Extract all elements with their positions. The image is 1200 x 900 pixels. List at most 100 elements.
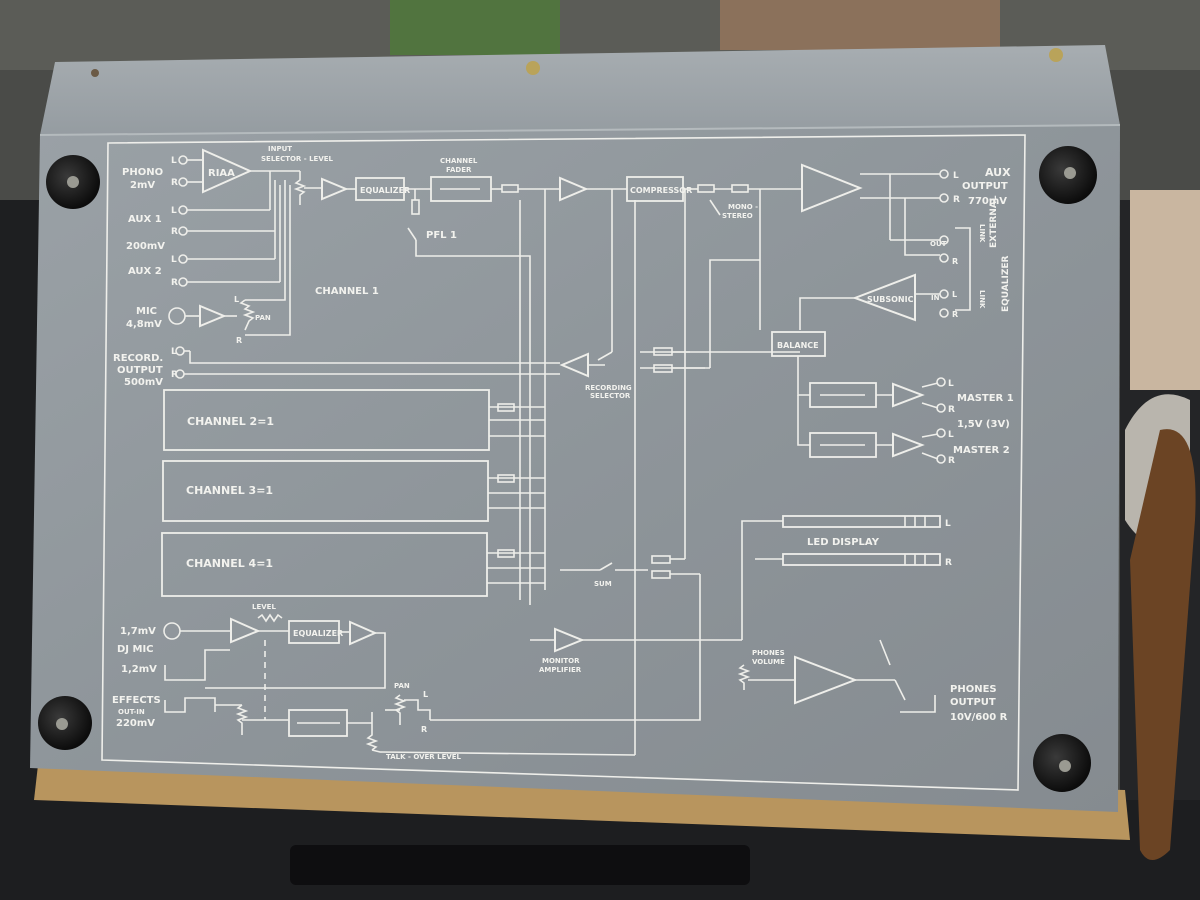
pan-potentiometer-icon [239, 299, 256, 331]
master2-amplifier-icon [892, 432, 925, 458]
effects-label: EFFECTS [112, 695, 161, 706]
svg-text:EXTERNAL: EXTERNAL [989, 195, 999, 248]
jack-icon [936, 454, 946, 464]
rubber-feet [38, 146, 1097, 792]
mic-preamp-icon [199, 304, 227, 328]
svg-text:OUTPUT: OUTPUT [117, 365, 163, 376]
foot-icon [1033, 734, 1091, 792]
svg-text:R: R [953, 195, 960, 205]
amplifier-icon [321, 177, 349, 201]
channel4-label: CHANNEL 4=1 [186, 557, 273, 570]
jack-icon [939, 253, 949, 263]
channel-boxes: CHANNEL 2=1 CHANNEL 3=1 CHANNEL 4=1 SUM [161, 189, 760, 721]
svg-text:SELECTOR - LEVEL: SELECTOR - LEVEL [261, 155, 334, 163]
svg-text:AMPLIFIER: AMPLIFIER [539, 666, 582, 674]
svg-text:RECORDING: RECORDING [585, 384, 632, 392]
svg-text:R: R [171, 370, 178, 380]
svg-text:R: R [952, 310, 958, 319]
channel-3-block [162, 460, 489, 522]
amplifier-icon [559, 176, 589, 202]
jack-icon [939, 235, 949, 245]
svg-text:SUBSONIC: SUBSONIC [867, 295, 914, 304]
jack-icon [936, 428, 946, 438]
svg-text:MONITOR: MONITOR [542, 657, 580, 665]
svg-text:1,7mV: 1,7mV [120, 626, 156, 637]
svg-text:BALANCE: BALANCE [777, 341, 819, 350]
svg-text:500mV: 500mV [124, 377, 163, 388]
svg-text:FADER: FADER [446, 166, 472, 174]
jack-icon [939, 193, 949, 203]
svg-text:OUTPUT: OUTPUT [962, 181, 1008, 192]
led-display-label: LED DISPLAY [807, 537, 880, 548]
svg-text:R: R [171, 278, 178, 288]
channel3-label: CHANNEL 3=1 [186, 484, 273, 497]
front-panel [30, 45, 1121, 812]
wood-board [34, 765, 1130, 840]
svg-text:L: L [171, 156, 177, 166]
screw-icon [91, 69, 99, 77]
channel1-label: CHANNEL 1 [315, 286, 379, 297]
svg-text:COMPRESSOR: COMPRESSOR [630, 186, 692, 195]
monitor-section: MONITOR AMPLIFIER [530, 627, 742, 674]
riaa-label: RIAA [208, 168, 235, 179]
svg-text:STEREO: STEREO [722, 212, 753, 220]
master1-label: MASTER 1 [957, 393, 1014, 404]
svg-text:R: R [948, 405, 955, 415]
svg-text:LEVEL: LEVEL [252, 603, 276, 611]
recording-path: RECORDING SELECTOR [184, 189, 800, 755]
channel-1-strip: RIAA INPUT SELECTOR - LEVEL EQUALIZER CH… [185, 145, 802, 605]
level-potentiometer-icon [293, 171, 307, 205]
jack-icon [939, 308, 949, 318]
svg-text:220mV: 220mV [116, 718, 155, 729]
svg-text:LINK: LINK [978, 290, 986, 309]
foot-icon [46, 155, 100, 209]
screw-icon [1049, 48, 1063, 62]
aux-level: 200mV [126, 241, 165, 252]
svg-text:10V/600 R: 10V/600 R [950, 712, 1008, 723]
amplifier-icon [349, 620, 378, 646]
talk-over-potentiometer-icon [365, 712, 379, 751]
svg-text:R: R [948, 456, 955, 466]
subsonic-filter-icon [852, 273, 916, 322]
foot-icon [38, 696, 92, 750]
svg-text:PAN: PAN [394, 682, 410, 690]
svg-text:R: R [421, 725, 427, 734]
svg-text:L: L [234, 295, 239, 304]
svg-text:MONO -: MONO - [728, 203, 758, 211]
svg-text:770mV: 770mV [968, 196, 1007, 207]
phono-level: 2mV [130, 180, 155, 191]
svg-text:EQUALIZER: EQUALIZER [293, 629, 343, 638]
svg-text:R: R [171, 178, 178, 188]
svg-text:1,2mV: 1,2mV [121, 664, 157, 675]
svg-text:IN: IN [931, 294, 940, 302]
aux2-label: AUX 2 [128, 266, 162, 277]
svg-text:R: R [236, 336, 242, 345]
dj-mic-preamp-icon [230, 617, 261, 644]
svg-text:LINK: LINK [978, 224, 986, 243]
mic-label: MIC [136, 306, 157, 317]
svg-text:L: L [953, 171, 959, 181]
svg-text:OUTPUT: OUTPUT [950, 697, 996, 708]
riaa-amplifier-icon [202, 148, 253, 194]
svg-text:OUT-IN: OUT-IN [118, 708, 145, 716]
svg-text:R: R [945, 558, 952, 568]
svg-text:INPUT: INPUT [268, 145, 292, 153]
svg-text:PHONES: PHONES [752, 649, 785, 657]
phones-volume-potentiometer-icon [737, 664, 751, 690]
svg-text:TALK - OVER LEVEL: TALK - OVER LEVEL [386, 753, 462, 761]
svg-text:SELECTOR: SELECTOR [590, 392, 631, 400]
block-diagram: PHONO 2mV L R AUX 1 L R 200mV AUX 2 L R … [112, 145, 1014, 761]
case-handle [290, 845, 750, 885]
jack-icon [939, 169, 949, 179]
sum-label: SUM [594, 580, 612, 588]
monitor-amplifier-icon [554, 627, 585, 653]
svg-text:L: L [171, 347, 177, 357]
svg-text:L: L [423, 690, 428, 699]
brush [1125, 394, 1196, 860]
mic-level: 4,8mV [126, 319, 162, 330]
jack-icon [936, 377, 946, 387]
svg-text:L: L [948, 430, 954, 440]
aux-output-amplifier-icon [801, 163, 863, 213]
svg-text:L: L [948, 379, 954, 389]
